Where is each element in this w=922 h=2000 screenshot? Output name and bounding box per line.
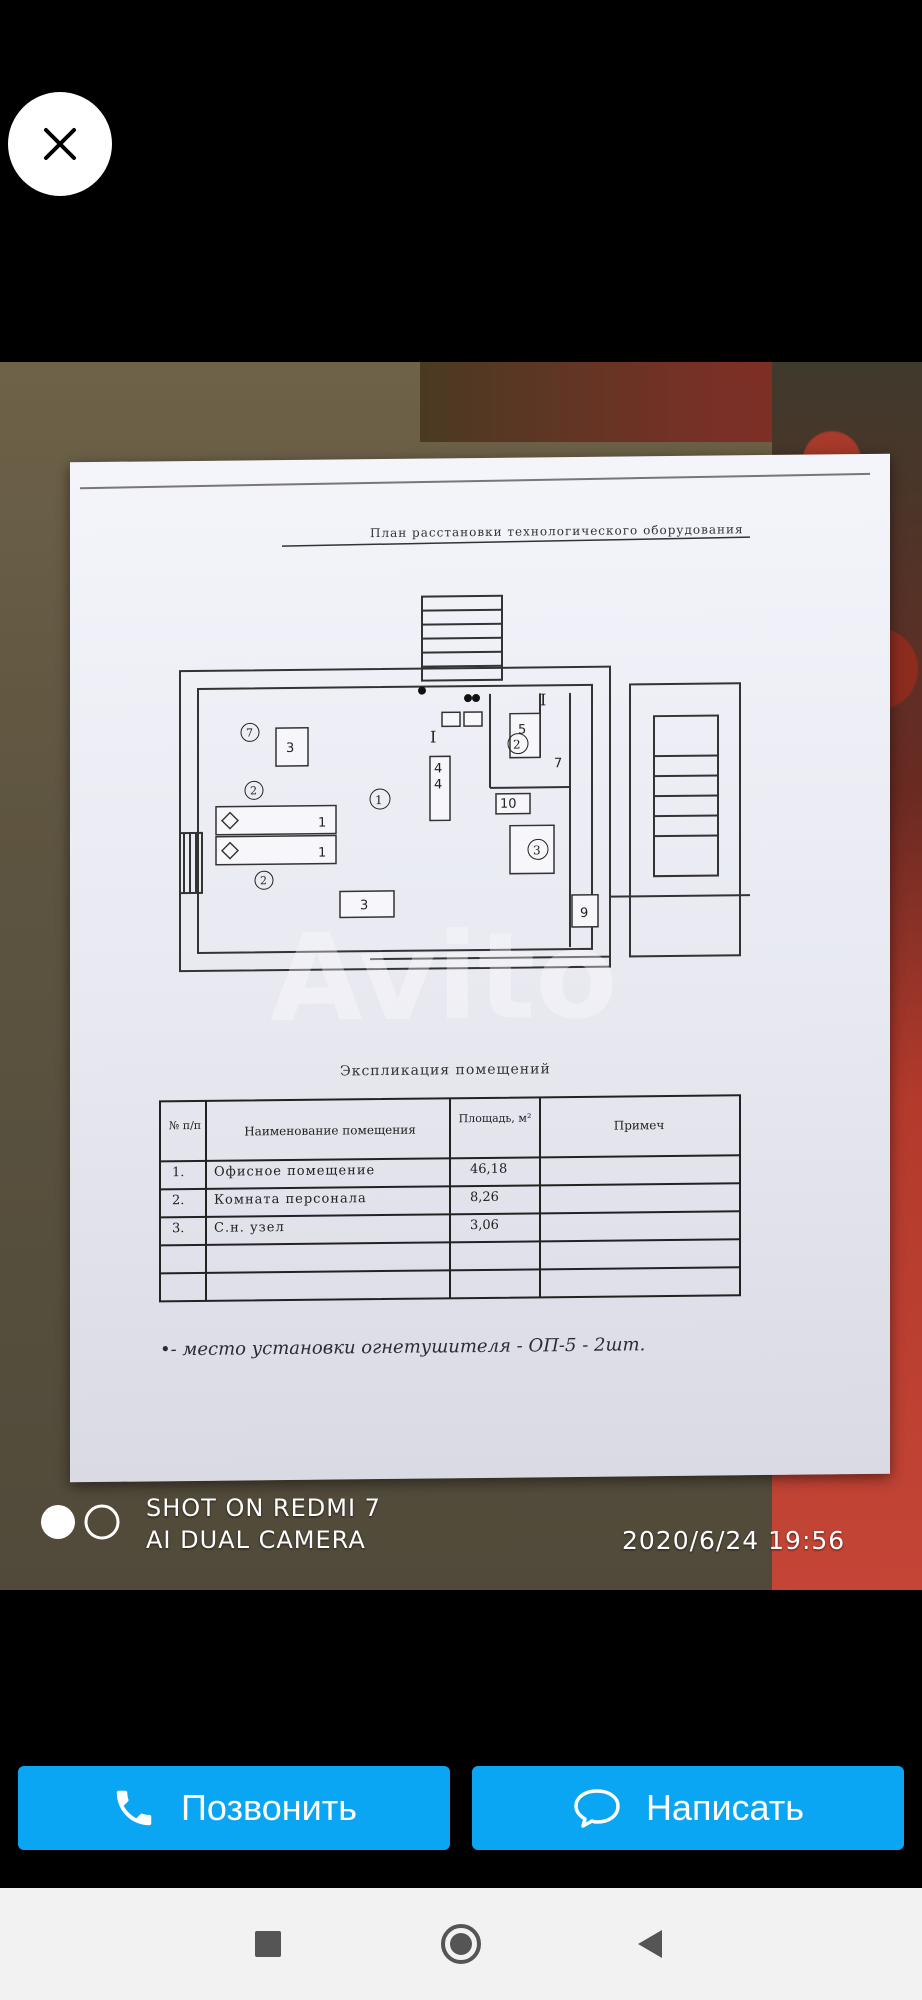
svg-text:9: 9 — [580, 906, 588, 921]
table-cell-num: 2. — [172, 1193, 185, 1209]
home-button[interactable] — [405, 1888, 517, 2000]
table-cell-area: 46,18 — [470, 1161, 508, 1178]
camera-brand-line1: SHOT ON REDMI 7 — [146, 1494, 381, 1522]
message-button-label: Написать — [645, 1787, 805, 1828]
svg-text:3: 3 — [286, 741, 294, 756]
close-icon — [44, 128, 76, 160]
table-cell-area: 3,06 — [470, 1217, 499, 1234]
table-header-name: Наименование помещения — [244, 1122, 416, 1139]
floor-plan-drawing: План расстановки технологического оборуд… — [79, 472, 871, 1303]
svg-text:1: 1 — [375, 793, 383, 807]
square-icon — [255, 1931, 281, 1957]
photo-timestamp: 2020/6/24 19:56 — [622, 1526, 846, 1555]
camera-brand-line2: AI DUAL CAMERA — [146, 1526, 366, 1554]
listing-photo[interactable]: План расстановки технологического оборуд… — [0, 362, 922, 1590]
table-cell-num: 1. — [172, 1165, 185, 1181]
table-cell-area: 8,26 — [470, 1189, 499, 1206]
svg-text:1: 1 — [318, 846, 326, 861]
table-cell-name: Комната персонала — [214, 1191, 367, 1208]
svg-text:2: 2 — [260, 874, 267, 887]
svg-text:4: 4 — [434, 761, 442, 776]
table-row: 3. С.н. узел 3,06 — [160, 1215, 740, 1245]
table-header-area: Площадь, м² — [458, 1111, 532, 1126]
table-header-num: № п/п — [168, 1118, 202, 1133]
room-label-i-main: I — [430, 727, 436, 746]
phone-icon — [116, 1790, 152, 1826]
svg-text:2: 2 — [250, 784, 257, 797]
table-row: 1. Офисное помещение 46,18 — [160, 1159, 740, 1189]
call-button[interactable]: Позвонить — [18, 1766, 450, 1850]
plan-title: План расстановки технологического оборуд… — [370, 522, 744, 540]
table-cell-num: 3. — [172, 1221, 185, 1237]
explication-table: № п/п Наименование помещения Площадь, м²… — [160, 1095, 740, 1301]
avito-watermark: Avito — [270, 907, 618, 1050]
recents-button[interactable] — [212, 1888, 324, 2000]
floor-plan-document: План расстановки технологического оборуд… — [70, 453, 890, 1483]
close-button[interactable] — [8, 92, 112, 196]
system-nav-bar — [0, 1888, 922, 2000]
svg-text:3: 3 — [360, 898, 368, 913]
triangle-back-icon — [638, 1930, 662, 1958]
svg-text:10: 10 — [500, 797, 517, 812]
back-button[interactable] — [594, 1888, 706, 2000]
svg-text:7: 7 — [246, 726, 253, 739]
table-row: 2. Комната персонала 8,26 — [160, 1187, 740, 1217]
svg-text:1: 1 — [318, 816, 326, 831]
room-label-i-side: I — [540, 690, 546, 709]
table-cell-name: Офисное помещение — [214, 1163, 376, 1180]
svg-text:3: 3 — [533, 843, 541, 857]
svg-text:7: 7 — [554, 756, 562, 771]
svg-text:4: 4 — [434, 777, 442, 792]
call-button-label: Позвонить — [181, 1787, 357, 1828]
chat-bubble-icon — [574, 1789, 620, 1828]
table-cell-name: С.н. узел — [214, 1220, 285, 1236]
svg-text:2: 2 — [513, 738, 521, 752]
camera-lens-rings-icon — [41, 1504, 120, 1540]
svg-text:5: 5 — [518, 723, 526, 738]
table-header-note: Примеч — [613, 1118, 665, 1133]
circle-icon — [441, 1924, 481, 1964]
message-button[interactable]: Написать — [472, 1766, 904, 1850]
table-title: Экспликация помещений — [340, 1061, 551, 1079]
